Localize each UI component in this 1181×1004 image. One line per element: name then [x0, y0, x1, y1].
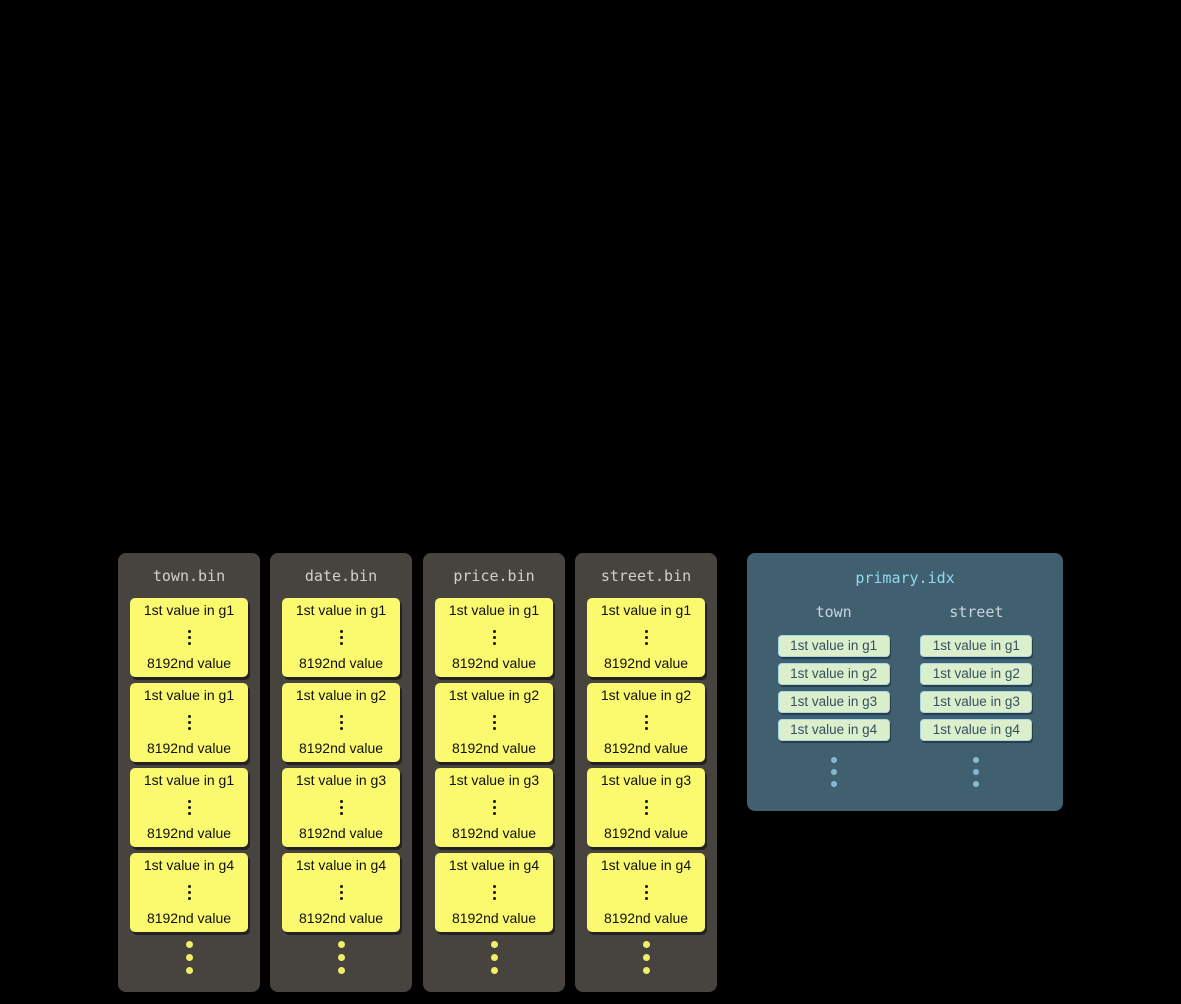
granule-card: 1st value in g4 8192nd value: [435, 853, 553, 932]
index-column-header: town: [815, 603, 852, 621]
granule-first-value: 1st value in g4: [143, 857, 235, 873]
index-column-header: street: [949, 603, 1004, 621]
granule-last-value: 8192nd value: [298, 740, 384, 756]
bin-file-panel-town: town.bin 1st value in g1 8192nd value 1s…: [118, 553, 260, 992]
index-mark: 1st value in g4: [920, 719, 1033, 741]
bin-file-title: town.bin: [152, 567, 226, 585]
more-marks-dots-icon: [973, 757, 980, 787]
granule-card: 1st value in g4 8192nd value: [130, 853, 248, 932]
more-granules-dots-icon: [435, 941, 553, 974]
granule-first-value: 1st value in g4: [295, 857, 387, 873]
ellipsis-dots-icon: [492, 884, 496, 900]
index-mark: 1st value in g3: [777, 691, 890, 713]
bin-file-panel-street: street.bin 1st value in g1 8192nd value …: [575, 553, 717, 992]
granule-last-value: 8192nd value: [451, 740, 537, 756]
ellipsis-dots-icon: [644, 884, 648, 900]
granule-last-value: 8192nd value: [146, 910, 232, 926]
bin-file-title: price.bin: [453, 567, 535, 585]
ellipsis-dots-icon: [187, 884, 191, 900]
ellipsis-dots-icon: [187, 629, 191, 645]
granule-first-value: 1st value in g4: [448, 857, 540, 873]
granule-last-value: 8192nd value: [603, 910, 689, 926]
bin-file-panel-date: date.bin 1st value in g1 8192nd value 1s…: [270, 553, 412, 992]
index-mark: 1st value in g2: [777, 663, 890, 685]
granule-last-value: 8192nd value: [451, 825, 537, 841]
ellipsis-dots-icon: [187, 714, 191, 730]
more-granules-dots-icon: [587, 941, 705, 974]
granule-first-value: 1st value in g1: [448, 602, 540, 618]
primary-index-columns: town 1st value in g1 1st value in g2 1st…: [747, 603, 1063, 787]
ellipsis-dots-icon: [339, 799, 343, 815]
granule-last-value: 8192nd value: [146, 825, 232, 841]
bin-file-title: street.bin: [600, 567, 692, 585]
granule-card: 1st value in g1 8192nd value: [130, 598, 248, 677]
granule-card: 1st value in g4 8192nd value: [282, 853, 400, 932]
ellipsis-dots-icon: [339, 629, 343, 645]
ellipsis-dots-icon: [492, 629, 496, 645]
granule-last-value: 8192nd value: [298, 655, 384, 671]
granule-last-value: 8192nd value: [298, 910, 384, 926]
primary-index-panel: primary.idx town 1st value in g1 1st val…: [747, 553, 1063, 811]
ellipsis-dots-icon: [492, 799, 496, 815]
granule-card: 1st value in g4 8192nd value: [587, 853, 705, 932]
granule-first-value: 1st value in g2: [295, 687, 387, 703]
granule-first-value: 1st value in g1: [143, 602, 235, 618]
granule-last-value: 8192nd value: [603, 825, 689, 841]
ellipsis-dots-icon: [339, 884, 343, 900]
granule-last-value: 8192nd value: [146, 740, 232, 756]
ellipsis-dots-icon: [339, 714, 343, 730]
more-marks-dots-icon: [830, 757, 837, 787]
granule-card: 1st value in g2 8192nd value: [435, 683, 553, 762]
granule-first-value: 1st value in g1: [600, 602, 692, 618]
granule-first-value: 1st value in g3: [295, 772, 387, 788]
ellipsis-dots-icon: [644, 629, 648, 645]
ellipsis-dots-icon: [644, 799, 648, 815]
granule-card: 1st value in g1 8192nd value: [587, 598, 705, 677]
granule-first-value: 1st value in g1: [295, 602, 387, 618]
index-mark: 1st value in g4: [777, 719, 890, 741]
granule-card: 1st value in g1 8192nd value: [130, 768, 248, 847]
granule-last-value: 8192nd value: [603, 740, 689, 756]
index-mark: 1st value in g1: [920, 635, 1033, 657]
ellipsis-dots-icon: [492, 714, 496, 730]
granule-first-value: 1st value in g3: [448, 772, 540, 788]
granule-last-value: 8192nd value: [451, 910, 537, 926]
index-mark: 1st value in g3: [920, 691, 1033, 713]
index-column-street: street 1st value in g1 1st value in g2 1…: [920, 603, 1033, 787]
index-mark: 1st value in g2: [920, 663, 1033, 685]
granule-first-value: 1st value in g4: [600, 857, 692, 873]
granule-first-value: 1st value in g2: [600, 687, 692, 703]
primary-index-title: primary.idx: [855, 569, 955, 587]
granule-card: 1st value in g2 8192nd value: [587, 683, 705, 762]
granule-card: 1st value in g3 8192nd value: [282, 768, 400, 847]
index-column-town: town 1st value in g1 1st value in g2 1st…: [777, 603, 890, 787]
granule-last-value: 8192nd value: [603, 655, 689, 671]
granule-first-value: 1st value in g2: [448, 687, 540, 703]
bin-file-panel-price: price.bin 1st value in g1 8192nd value 1…: [423, 553, 565, 992]
granule-first-value: 1st value in g1: [143, 772, 235, 788]
index-mark: 1st value in g1: [777, 635, 890, 657]
granule-card: 1st value in g1 8192nd value: [130, 683, 248, 762]
granule-card: 1st value in g3 8192nd value: [587, 768, 705, 847]
ellipsis-dots-icon: [644, 714, 648, 730]
granule-last-value: 8192nd value: [298, 825, 384, 841]
granule-last-value: 8192nd value: [146, 655, 232, 671]
granule-card: 1st value in g1 8192nd value: [282, 598, 400, 677]
bin-file-title: date.bin: [304, 567, 378, 585]
granule-last-value: 8192nd value: [451, 655, 537, 671]
granule-card: 1st value in g3 8192nd value: [435, 768, 553, 847]
granule-first-value: 1st value in g1: [143, 687, 235, 703]
granule-first-value: 1st value in g3: [600, 772, 692, 788]
more-granules-dots-icon: [282, 941, 400, 974]
granule-card: 1st value in g2 8192nd value: [282, 683, 400, 762]
more-granules-dots-icon: [130, 941, 248, 974]
granule-card: 1st value in g1 8192nd value: [435, 598, 553, 677]
ellipsis-dots-icon: [187, 799, 191, 815]
